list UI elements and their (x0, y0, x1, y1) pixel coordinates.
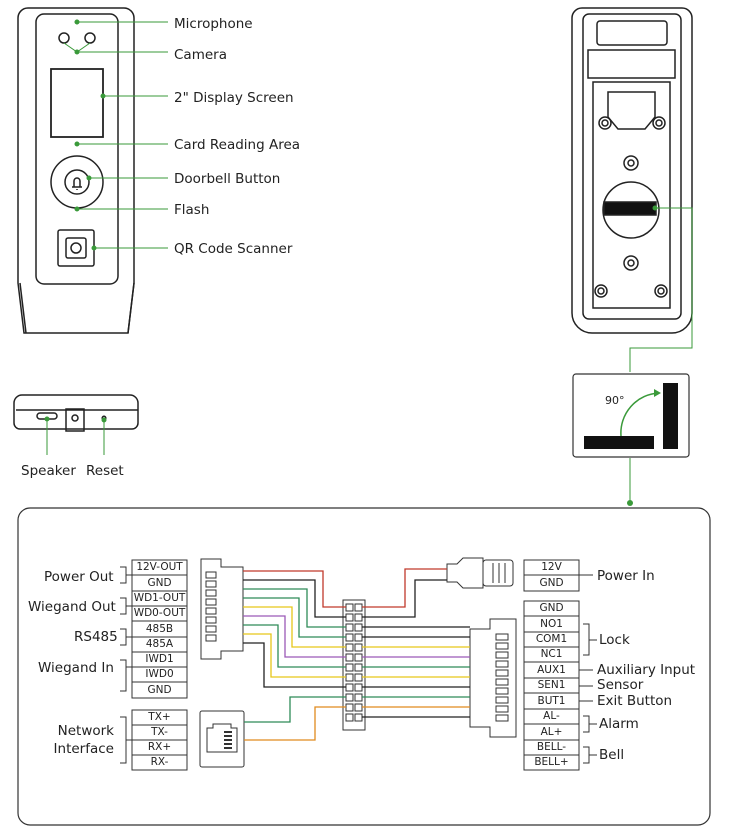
terminal-gnd-out: GND (147, 577, 172, 589)
camera-right-icon (84, 32, 96, 44)
device-front-view (17, 7, 135, 334)
display-label: 2" Display Screen (174, 90, 294, 106)
microphone-label: Microphone (174, 16, 253, 32)
qr-label: QR Code Scanner (174, 241, 293, 257)
alarm-label: Alarm (599, 716, 639, 732)
front-leader-lines (63, 19, 168, 251)
terminal-nc1: NC1 (540, 648, 563, 660)
terminal-rx-plus: RX+ (147, 741, 172, 753)
doorbell-button-icon (64, 169, 90, 195)
terminal-bell-minus: BELL- (536, 741, 567, 753)
rotation-detail (572, 373, 690, 458)
rj45-port (199, 710, 245, 768)
terminal-wd1-out: WD1-OUT (133, 592, 186, 604)
terminal-com1: COM1 (535, 633, 568, 645)
terminal-bell-plus: BELL+ (534, 756, 569, 768)
network-terminal-block (131, 709, 188, 771)
terminal-tx-minus: TX- (151, 726, 168, 738)
terminal-gnd: GND (539, 602, 564, 614)
camera-left-icon (58, 32, 70, 44)
card-area-label: Card Reading Area (174, 137, 301, 153)
terminal-iwd1: IWD1 (145, 653, 174, 665)
rotation-label: 90° (605, 394, 625, 407)
rs485-label: RS485 (74, 629, 118, 645)
terminal-but1: BUT1 (537, 695, 566, 707)
qr-scanner-icon (57, 229, 95, 267)
terminal-iwd0: IWD0 (145, 668, 174, 680)
dc-power-jack (446, 557, 514, 589)
wiring-panel (17, 507, 711, 826)
reset-label: Reset (86, 463, 124, 479)
wiegand-out-label: Wiegand Out (28, 599, 116, 615)
wires (243, 568, 470, 741)
terminal-sen1: SEN1 (537, 679, 566, 691)
terminal-12v-in: 12V (541, 561, 562, 573)
left-terminal-block (131, 559, 188, 699)
left-connector-plug (200, 558, 244, 660)
display-screen (50, 68, 104, 138)
terminal-no1: NO1 (540, 618, 563, 630)
lock-label: Lock (599, 632, 630, 648)
right-connector-plug (469, 618, 517, 738)
doorbell-label: Doorbell Button (174, 171, 281, 187)
terminal-aux1: AUX1 (537, 664, 566, 676)
device-bottom-view (13, 394, 139, 432)
terminal-tx-plus: TX+ (148, 711, 171, 723)
terminal-485b: 485B (145, 623, 174, 635)
flash-label: Flash (174, 202, 210, 218)
aux-input-label: Auxiliary Input (597, 662, 696, 678)
terminal-485a: 485A (145, 638, 174, 650)
terminal-al-plus: AL+ (540, 726, 563, 738)
power-in-terminal (523, 559, 580, 592)
camera-label: Camera (174, 47, 227, 63)
terminal-gnd-in: GND (147, 684, 172, 696)
power-in-label: Power In (597, 568, 655, 584)
network-interface-label: Network Interface (53, 723, 114, 757)
speaker-label: Speaker (21, 463, 76, 479)
bell-label: Bell (599, 747, 625, 763)
terminal-rx-minus: RX- (150, 756, 169, 768)
terminal-gnd-power: GND (539, 577, 564, 589)
exit-button-label: Exit Button (597, 693, 673, 709)
device-back-view (571, 7, 693, 334)
power-out-label: Power Out (44, 569, 114, 585)
wiegand-in-label: Wiegand In (38, 660, 114, 676)
terminal-12v-out: 12V-OUT (136, 561, 183, 573)
center-connector (342, 599, 366, 731)
sensor-label: Sensor (597, 677, 644, 693)
terminal-al-minus: AL- (543, 710, 560, 722)
terminal-wd0-out: WD0-OUT (133, 607, 186, 619)
card-reading-area (50, 155, 104, 209)
